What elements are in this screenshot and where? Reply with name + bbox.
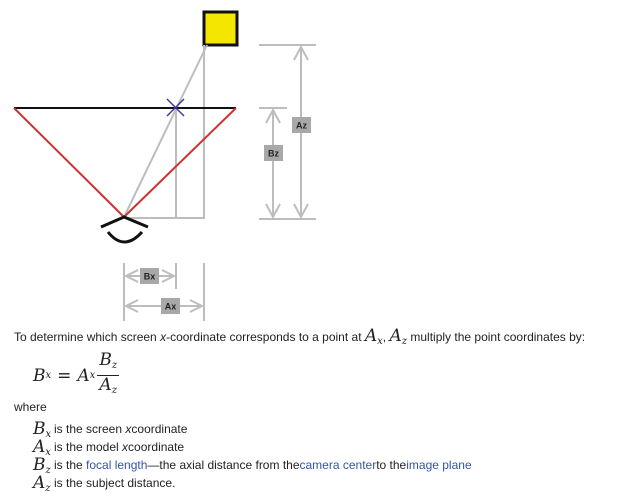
formula-fraction: Bz Az — [97, 350, 120, 396]
definition-az: Az is the subject distance. — [33, 472, 176, 494]
az-label: Az — [296, 121, 307, 131]
bz-label-box — [264, 145, 283, 161]
image-plane-link[interactable]: image plane — [406, 458, 472, 472]
projection-diagram: Az Bz Bx Ax — [13, 10, 316, 321]
camera-center-link[interactable]: camera center — [299, 458, 377, 472]
fov-left — [13, 107, 125, 218]
definitions-list: Bx is the screen x coordinate Ax is the … — [33, 418, 472, 494]
projected-point-marker — [166, 98, 185, 117]
bz-label: Bz — [268, 149, 279, 159]
definition-ax: Ax is the model x coordinate — [33, 436, 185, 458]
focal-length-link[interactable]: focal length — [86, 458, 148, 472]
ax-label: Ax — [165, 302, 177, 312]
where-label: where — [14, 400, 47, 414]
intro-sentence: To determine which screen x-coordinate c… — [14, 326, 586, 348]
bx-label: Bx — [144, 272, 156, 282]
definition-bx: Bx is the screen x coordinate — [33, 418, 188, 440]
bx-label-box — [140, 268, 159, 284]
ax-label-box — [161, 298, 180, 314]
ray-to-subject — [123, 44, 208, 218]
bz-dimension — [259, 107, 287, 220]
az-label-box — [292, 117, 311, 133]
definition-bz: Bz is the focal length—the axial distanc… — [33, 454, 472, 476]
subject-square — [202, 10, 239, 47]
eye-icon — [100, 215, 149, 244]
fov-right — [123, 107, 237, 218]
